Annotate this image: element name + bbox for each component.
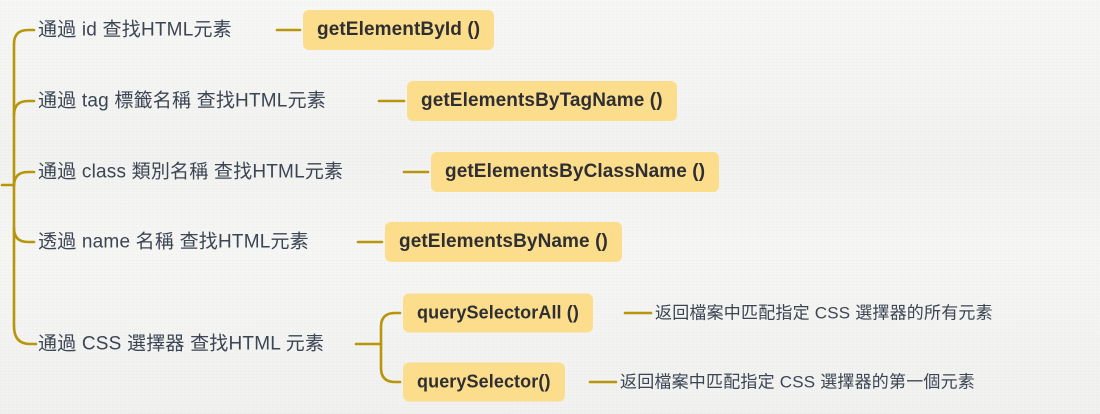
branch-label-name[interactable]: 透過 name 名稱 查找HTML元素: [38, 231, 309, 253]
css-branch-fan-bottom: [379, 342, 402, 384]
branch-elbow-2: [12, 99, 36, 117]
branch-elbow-5: [12, 324, 38, 346]
css-branch-fan-top: [379, 311, 402, 346]
branch-label-css-selector[interactable]: 通過 CSS 選擇器 查找HTML 元素: [38, 333, 325, 355]
method-chip-queryselectorall[interactable]: querySelectorAll (): [403, 293, 593, 333]
branch-label-id[interactable]: 通過 id 查找HTML元素: [38, 19, 232, 41]
method-chip-getelementsbytagname[interactable]: getElementsByTagName (): [407, 81, 677, 121]
description-queryselector: 返回檔案中匹配指定 CSS 選擇器的第一個元素: [620, 372, 975, 392]
branch-label-tag[interactable]: 通過 tag 標籤名稱 查找HTML元素: [38, 90, 326, 112]
method-chip-getelementsbyname[interactable]: getElementsByName (): [385, 222, 622, 262]
method-chip-getelementsbyclassname[interactable]: getElementsByClassName (): [431, 152, 720, 192]
method-chip-getelementbyid[interactable]: getElementById (): [303, 10, 495, 50]
branch-label-class[interactable]: 通過 class 類別名稱 查找HTML元素: [38, 161, 344, 183]
method-chip-queryselector[interactable]: querySelector(): [403, 362, 565, 402]
description-queryselectorall: 返回檔案中匹配指定 CSS 選擇器的所有元素: [655, 303, 993, 323]
branch-elbow-1: [12, 28, 36, 46]
branch-elbow-4: [12, 226, 36, 244]
branch-elbow-3: [12, 170, 36, 188]
